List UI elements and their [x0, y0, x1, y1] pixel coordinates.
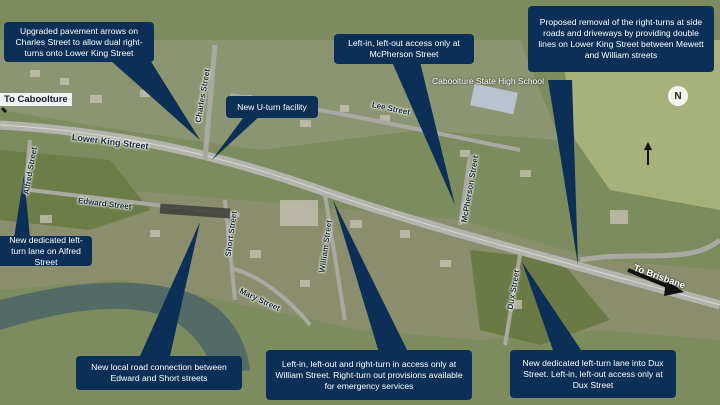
pointer-mcpherson: [392, 62, 455, 205]
school-building: [470, 83, 518, 115]
charles-street-road: [202, 44, 218, 161]
paddock-up-arrow: [644, 142, 652, 165]
caboolture-direction-arrow: [0, 106, 8, 114]
william-street-road: [323, 194, 347, 321]
callout-local-road-text: New local road connection between Edward…: [91, 362, 227, 383]
pointer-charles-arrows: [110, 60, 200, 140]
pointer-u-turn: [212, 114, 262, 160]
paddock-area: [560, 40, 720, 210]
pointer-dux: [522, 262, 585, 356]
callout-u-turn: New U-turn facility: [226, 96, 318, 118]
callout-mcpherson-text: Left-in, left-out access only at McPhers…: [348, 38, 460, 59]
callout-dux: New dedicated left-turn lane into Dux St…: [510, 350, 676, 398]
callout-william-text: Left-in, left-out and right-turn in acce…: [275, 358, 463, 391]
callout-william: Left-in, left-out and right-turn in acce…: [266, 350, 472, 400]
pointer-removal: [548, 80, 578, 265]
mary-street-road: [229, 266, 312, 327]
callout-alfred: New dedicated left-turn lane on Alfred S…: [0, 234, 92, 267]
callout-alfred-text: New dedicated left-turn lane on Alfred S…: [9, 234, 83, 267]
callout-u-turn-text: New U-turn facility: [237, 101, 307, 112]
mcpherson-street-road: [458, 154, 472, 226]
lower-king-street-centre-line: [0, 124, 720, 306]
north-label: N: [674, 90, 682, 102]
callout-dux-text: New dedicated left-turn lane into Dux St…: [522, 357, 664, 390]
callout-charles-arrows-text: Upgraded pavement arrows on Charles Stre…: [15, 25, 143, 58]
new-local-road-marker: [159, 203, 231, 219]
dux-street-road: [503, 254, 522, 346]
callout-pointers: [14, 60, 585, 356]
east-road: [579, 238, 720, 263]
callout-charles-arrows: Upgraded pavement arrows on Charles Stre…: [4, 22, 154, 62]
callout-removal: Proposed removal of the right-turns at s…: [528, 6, 714, 72]
callout-local-road: New local road connection between Edward…: [76, 356, 242, 390]
river: [0, 282, 250, 375]
callout-removal-text: Proposed removal of the right-turns at s…: [538, 17, 704, 60]
school-label: Caboolture State High School: [432, 76, 544, 86]
north-arrow-icon: N: [668, 86, 688, 106]
pointer-william: [333, 200, 410, 356]
west-vegetation: [0, 150, 150, 230]
pointer-alfred: [14, 175, 30, 238]
brisbane-direction-arrow: [627, 268, 684, 296]
pointer-local-road: [140, 222, 200, 356]
callout-mcpherson: Left-in, left-out access only at McPhers…: [334, 34, 474, 64]
caboolture-label: To Caboolture: [0, 93, 72, 106]
